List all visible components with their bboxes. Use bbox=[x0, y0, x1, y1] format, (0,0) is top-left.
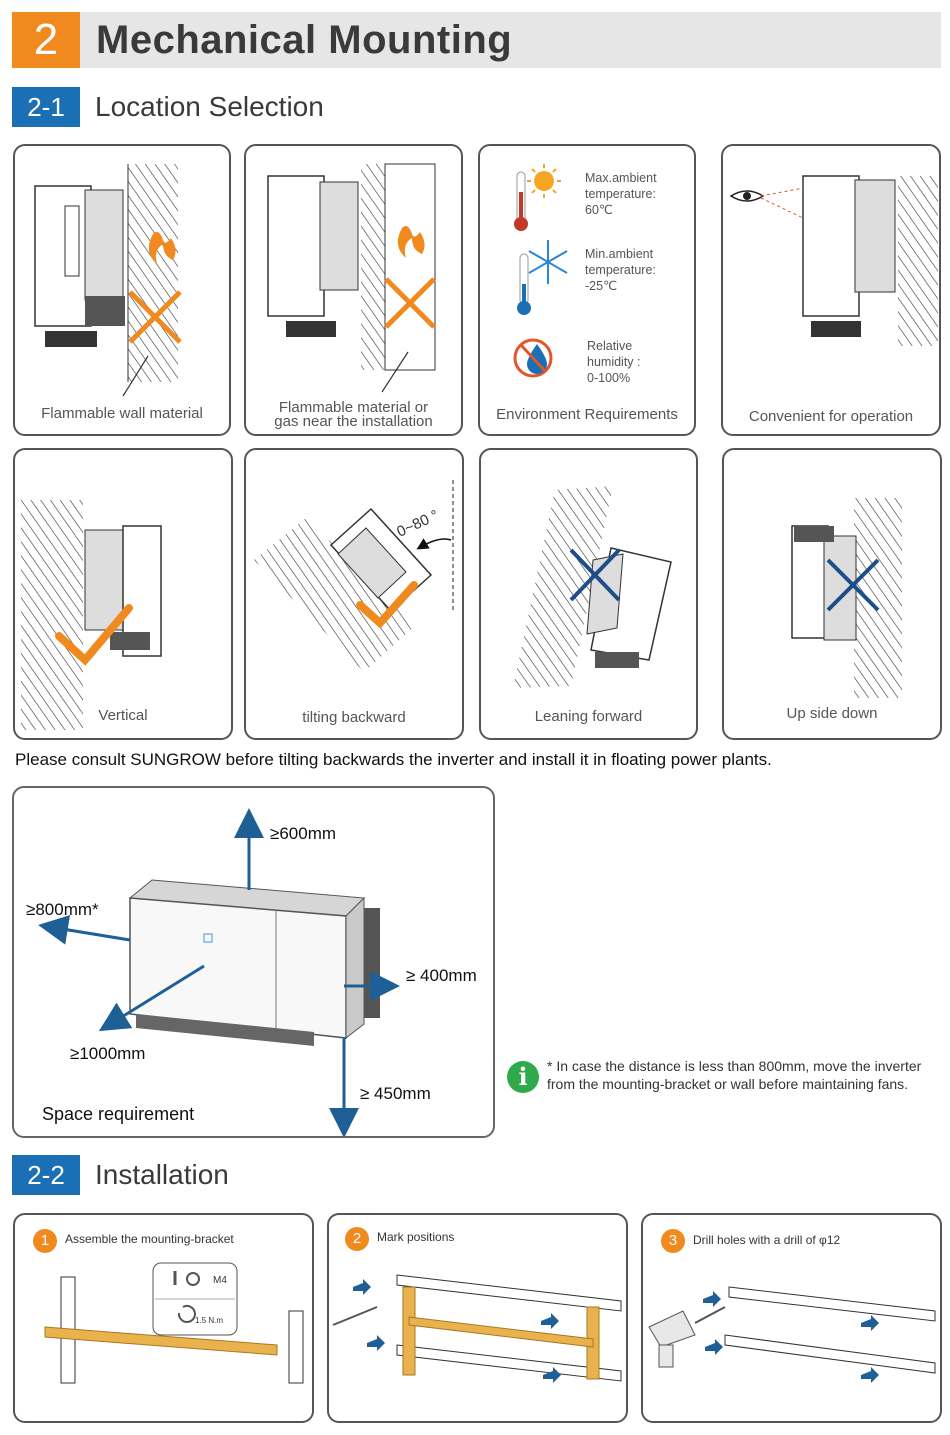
card-caption: Up side down bbox=[786, 705, 878, 722]
spec-line: Relative bbox=[587, 339, 633, 353]
card-caption: Convenient for operation bbox=[748, 408, 914, 425]
card-convenient-operation: Convenient for operation bbox=[721, 144, 941, 436]
step-card-drill: 3 Drill holes with a drill of φ12 bbox=[641, 1213, 942, 1423]
step-title: Mark positions bbox=[377, 1230, 455, 1244]
card-caption: tilting backward bbox=[302, 709, 406, 726]
drill-icon bbox=[648, 1310, 696, 1348]
card-caption: Environment Requirements bbox=[496, 406, 678, 423]
torque-value: 1.5 N.m bbox=[195, 1316, 223, 1325]
card-caption: Vertical bbox=[98, 707, 148, 724]
step-title: Assemble the mounting-bracket bbox=[65, 1232, 234, 1246]
chapter-number: 2 bbox=[12, 12, 80, 68]
mark-positions-illustration bbox=[332, 1274, 622, 1383]
angle-label: 0~80 ° bbox=[394, 507, 441, 541]
spec-line: temperature: bbox=[585, 263, 656, 277]
top-clearance: ≥600mm bbox=[270, 824, 337, 843]
card-caption: Leaning forward bbox=[534, 708, 643, 725]
right-clearance: ≥ 400mm bbox=[406, 966, 477, 985]
card-flammable-gas: Flammable material or gas near the insta… bbox=[244, 144, 463, 436]
step-number-badge: 2 bbox=[345, 1227, 369, 1251]
step-number-badge: 3 bbox=[661, 1229, 685, 1253]
humidity-spec: Relative humidity : 0-100% bbox=[587, 338, 641, 386]
section-number: 2-1 bbox=[12, 87, 80, 127]
chapter-header: 2 Mechanical Mounting bbox=[12, 12, 941, 68]
step-card-assemble: 1 Assemble the mounting-bracket M4 1.5 N… bbox=[13, 1213, 314, 1423]
leaning-illustration bbox=[513, 486, 672, 688]
spec-line: Min.ambient bbox=[585, 247, 654, 261]
section-title: Installation bbox=[95, 1159, 229, 1190]
card-flammable-wall: Flammable wall material bbox=[13, 144, 231, 436]
front-clearance: ≥1000mm bbox=[70, 1044, 146, 1063]
tilting-illustration: 0~80 ° bbox=[254, 480, 454, 672]
bottom-clearance: ≥ 450mm bbox=[360, 1084, 431, 1103]
spec-value: 0-100% bbox=[587, 371, 631, 385]
max-temp-spec: Max.ambient temperature: 60℃ bbox=[585, 170, 657, 218]
drill-holes-illustration bbox=[648, 1286, 936, 1383]
environment-illustration bbox=[513, 164, 568, 378]
card-vertical: Vertical bbox=[13, 448, 233, 740]
step-card-mark: 2 Mark positions bbox=[327, 1213, 628, 1423]
card-tilting-backward: 0~80 ° tilting backward bbox=[244, 448, 464, 740]
chapter-title: Mechanical Mounting bbox=[96, 18, 513, 62]
step-number-badge: 1 bbox=[33, 1229, 57, 1253]
card-leaning-forward: Leaning forward bbox=[479, 448, 698, 740]
spec-value: 60℃ bbox=[585, 203, 613, 217]
flammable-gas-illustration bbox=[267, 163, 436, 393]
info-text: * In case the distance is less than 800m… bbox=[547, 1058, 922, 1092]
step-title: Drill holes with a drill of φ12 bbox=[693, 1233, 841, 1247]
upside-down-illustration bbox=[791, 498, 902, 698]
min-temp-spec: Min.ambient temperature: -25℃ bbox=[585, 246, 656, 294]
info-icon: i bbox=[507, 1061, 539, 1093]
snowflake-icon bbox=[528, 240, 568, 284]
card-caption: Flammable material or gas near the insta… bbox=[246, 399, 461, 430]
section-number: 2-2 bbox=[12, 1155, 80, 1195]
space-requirement-illustration bbox=[38, 808, 400, 1136]
spec-line: Max.ambient bbox=[585, 171, 657, 185]
bolt-icon bbox=[186, 1272, 200, 1286]
space-requirement-panel: ≥600mm ≥800mm* ≥ 400mm ≥1000mm ≥ 450mm S… bbox=[12, 786, 495, 1138]
caption-line: gas near the installation bbox=[274, 413, 433, 430]
flammable-wall-illustration bbox=[34, 164, 182, 397]
caption-line: Flammable material or bbox=[278, 399, 429, 416]
torque-icon bbox=[177, 1304, 196, 1323]
card-environment: Max.ambient temperature: 60℃ Min.ambient… bbox=[478, 144, 696, 436]
bolt-size: M4 bbox=[213, 1275, 227, 1286]
space-caption: Space requirement bbox=[42, 1104, 195, 1124]
left-clearance: ≥800mm* bbox=[26, 900, 99, 919]
sun-icon bbox=[534, 171, 554, 191]
card-caption: Flammable wall material bbox=[41, 405, 203, 422]
assemble-bracket-illustration: M4 1.5 N.m bbox=[44, 1262, 304, 1384]
spec-line: temperature: bbox=[585, 187, 656, 201]
consult-note: Please consult SUNGROW before tilting ba… bbox=[15, 750, 772, 769]
spec-line: humidity : bbox=[587, 355, 641, 369]
spec-value: -25℃ bbox=[585, 279, 618, 293]
card-upside-down: Up side down bbox=[722, 448, 942, 740]
operation-illustration bbox=[729, 175, 938, 346]
section-title: Location Selection bbox=[95, 91, 324, 122]
vertical-illustration bbox=[21, 500, 162, 730]
